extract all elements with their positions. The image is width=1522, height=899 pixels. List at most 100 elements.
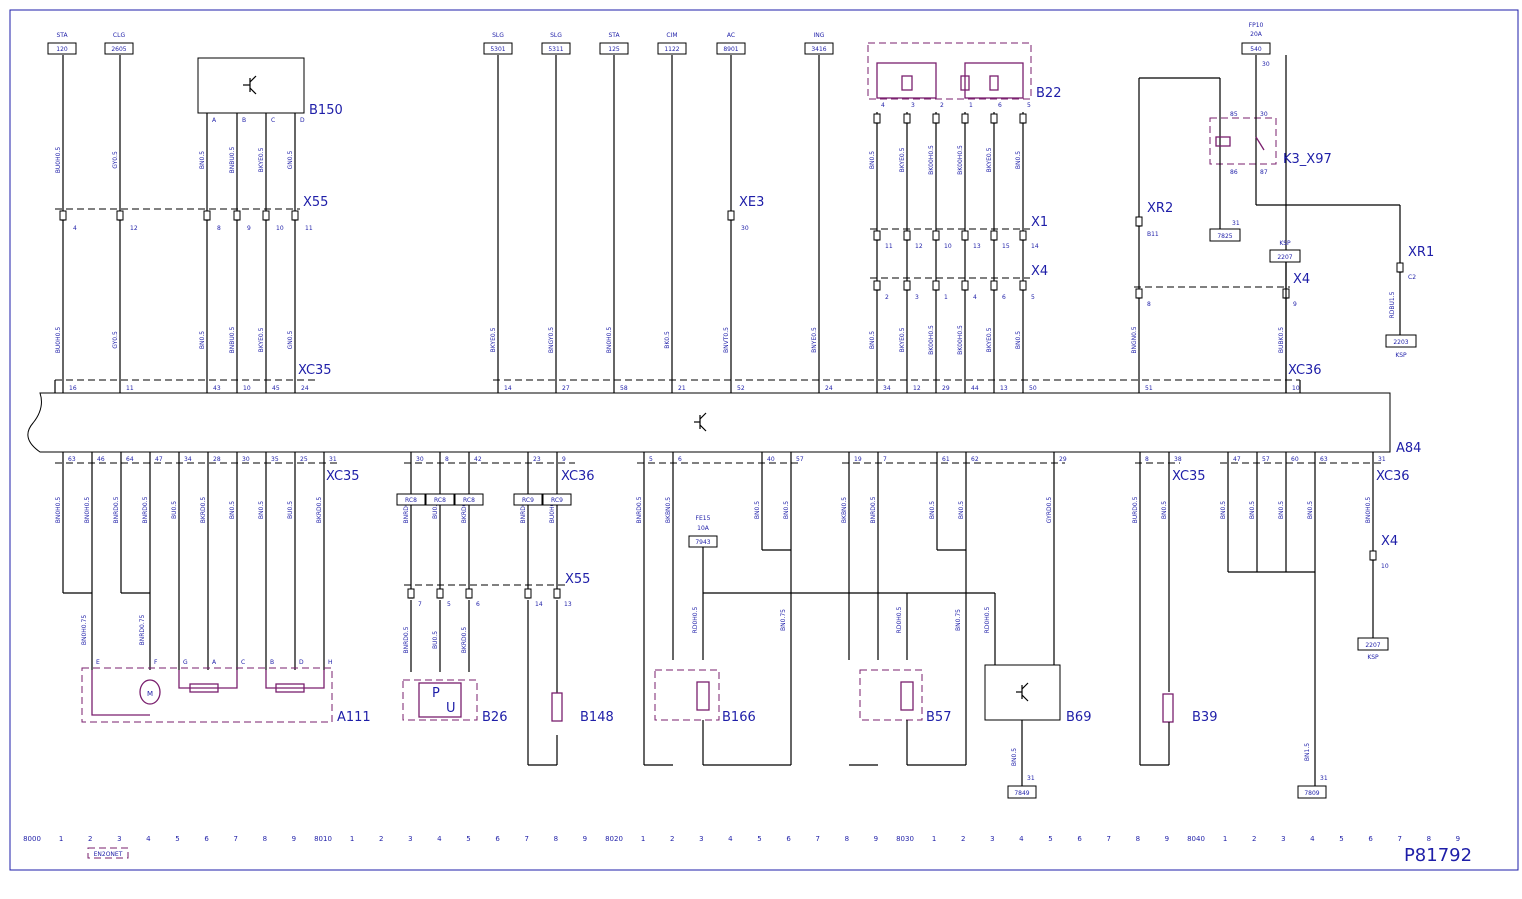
lower-pin-number: 47 bbox=[155, 456, 163, 463]
xr1-ksp: KSP bbox=[1395, 352, 1407, 359]
top-ref-number: 125 bbox=[608, 46, 620, 53]
wire-color-label: BN0.5 bbox=[1015, 331, 1022, 349]
wire-color-label: BK00H0.5 bbox=[957, 145, 964, 175]
lower-pin-number: 46 bbox=[97, 456, 105, 463]
wire-color-label: BN0H0.5 bbox=[1365, 497, 1372, 524]
pu-p: P bbox=[432, 686, 440, 701]
wire-color-label: BN0.5 bbox=[1161, 501, 1168, 519]
motor-wire bbox=[91, 670, 150, 716]
B69-label: B69 bbox=[1066, 710, 1091, 725]
lower-pin-number: 31 bbox=[329, 456, 337, 463]
top-ref-box bbox=[716, 42, 746, 55]
grid-marker: 2 bbox=[88, 835, 92, 843]
x4-pin-number: 6 bbox=[1002, 294, 1006, 301]
rc-tag-text: RC8 bbox=[434, 497, 446, 504]
wire-color-label: BN0.5 bbox=[1220, 501, 1227, 519]
pin-number: 9 bbox=[247, 225, 251, 232]
lower-pin-number: 47 bbox=[1233, 456, 1241, 463]
wire-color-label: BN0.5 bbox=[1011, 748, 1018, 766]
top-ref-number: 3416 bbox=[811, 46, 826, 53]
K3-label: K3_X97 bbox=[1283, 152, 1332, 167]
a111-link bbox=[178, 670, 238, 689]
wire-color-label: BK0.5 bbox=[664, 331, 671, 349]
wire-color-label: BN1.5 bbox=[1304, 743, 1311, 761]
wire-color-label: BKYE0.5 bbox=[258, 327, 265, 352]
B148-sensor bbox=[551, 692, 563, 722]
x1-pin bbox=[903, 230, 911, 241]
grid-marker: 8000 bbox=[23, 835, 41, 843]
wire-color-label: BNBU0.5 bbox=[229, 326, 236, 353]
wire-color-label: BUBK0.5 bbox=[1278, 327, 1285, 353]
relay-contact bbox=[1255, 136, 1265, 151]
x55-pin bbox=[116, 210, 124, 221]
x4-pin bbox=[1019, 280, 1027, 291]
X55-bot-label: X55 bbox=[565, 572, 590, 587]
grid-marker: 9 bbox=[874, 835, 878, 843]
b69-sym bbox=[1021, 682, 1029, 690]
wire-color-label: BNRD0.5 bbox=[636, 496, 643, 523]
XC35-top-label: XC35 bbox=[298, 363, 332, 378]
wire-color-label: GY0.5 bbox=[112, 151, 119, 169]
pin-number: 4 bbox=[73, 225, 77, 232]
rc-tag bbox=[542, 493, 572, 506]
grid-marker: 4 bbox=[728, 835, 733, 843]
b39-ground-pin: 31 bbox=[1320, 775, 1328, 782]
x55b-pin bbox=[407, 588, 415, 599]
ksp-label: KSP bbox=[1279, 240, 1291, 247]
top-ref-number: 540 bbox=[1250, 46, 1262, 53]
x55b-pin bbox=[436, 588, 444, 599]
x55b-pin-number: 6 bbox=[476, 601, 480, 608]
xc-pin-number: 14 bbox=[504, 385, 512, 392]
B26-label: B26 bbox=[482, 710, 507, 725]
grid-marker: 4 bbox=[437, 835, 442, 843]
grid-marker: 3 bbox=[408, 835, 412, 843]
wire-color-label: RD0H0.5 bbox=[984, 606, 991, 633]
function-code: SLG bbox=[492, 32, 504, 39]
x55b-pin bbox=[553, 588, 561, 599]
rc-tag bbox=[454, 493, 484, 506]
k3-pin: 85 bbox=[1230, 111, 1238, 118]
stamp-box bbox=[87, 847, 129, 859]
b22-pin-number: 6 bbox=[998, 102, 1002, 109]
b22-pin bbox=[873, 113, 881, 124]
x1-pin-number: 14 bbox=[1031, 243, 1039, 250]
lower-pin-number: 34 bbox=[184, 456, 192, 463]
rc-tag-text: RC8 bbox=[463, 497, 475, 504]
wire-color-label: BK00H0.5 bbox=[928, 325, 935, 355]
a111-link bbox=[265, 670, 325, 689]
grid-marker: 3 bbox=[990, 835, 994, 843]
b39-ground-box bbox=[1297, 785, 1327, 799]
wire-color-label: BN0.5 bbox=[783, 501, 790, 519]
xc-pin-number: 10 bbox=[243, 385, 251, 392]
grid-marker: 2 bbox=[961, 835, 965, 843]
xc-pin-number: 10 bbox=[1292, 385, 1300, 392]
x55-pin bbox=[233, 210, 241, 221]
wire-color-label: BNRD0.5 bbox=[403, 496, 410, 523]
x4b-number: 2207 bbox=[1365, 642, 1380, 649]
function-code: CLG bbox=[113, 32, 126, 39]
grid-marker: 3 bbox=[699, 835, 703, 843]
wire-color-label: BNGN0.5 bbox=[1131, 326, 1138, 353]
wire-color-label: GYRD0.5 bbox=[1046, 497, 1053, 524]
wire-color-label: BU0H0.5 bbox=[549, 497, 556, 524]
grid-marker: 8 bbox=[845, 835, 849, 843]
pot-left bbox=[876, 62, 937, 99]
top-ref-box bbox=[599, 42, 629, 55]
module-pin: A bbox=[212, 117, 217, 124]
top-ref-box bbox=[483, 42, 513, 55]
wire-color-label: BN0.5 bbox=[199, 331, 206, 349]
wire-color-label: BN0.5 bbox=[1015, 151, 1022, 169]
fuse-amp: 10A bbox=[697, 525, 710, 532]
grid-marker: 5 bbox=[175, 835, 179, 843]
B166-heater bbox=[696, 681, 710, 711]
wire-color-label: BNRD0.75 bbox=[139, 614, 146, 645]
lower-pin-number: 63 bbox=[68, 456, 76, 463]
grid-marker: 6 bbox=[495, 835, 500, 843]
function-code: STA bbox=[56, 32, 68, 39]
grid-marker: 2 bbox=[670, 835, 674, 843]
xc-pin-number: 43 bbox=[213, 385, 221, 392]
a111-pin: G bbox=[183, 659, 188, 666]
xc-pin-number: 58 bbox=[620, 385, 628, 392]
grid-marker: 8 bbox=[263, 835, 267, 843]
wire-color-label: BU0H0.5 bbox=[55, 327, 62, 354]
